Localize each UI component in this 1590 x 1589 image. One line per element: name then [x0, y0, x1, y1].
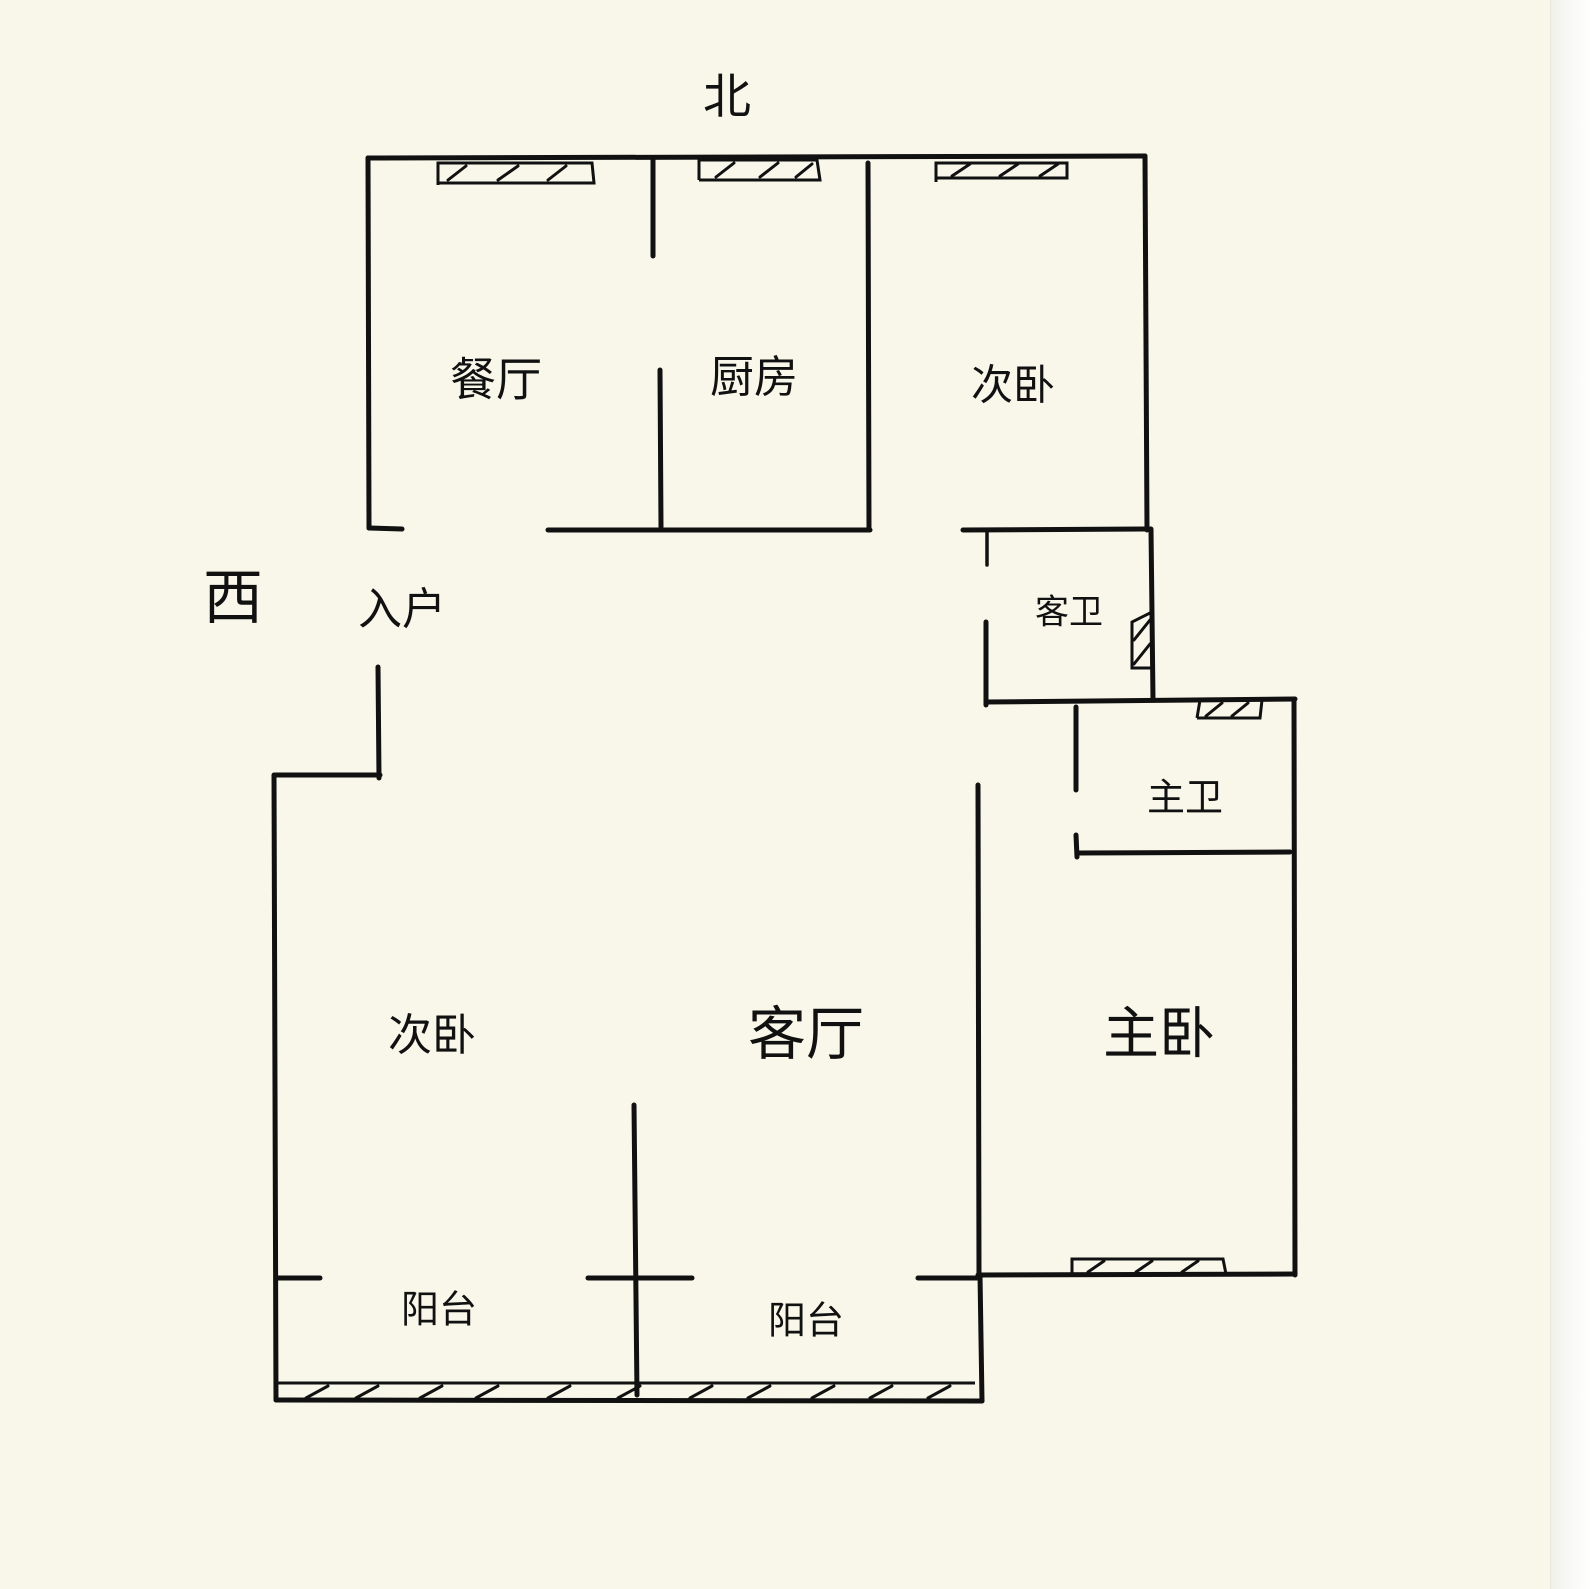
living-master-partition: [975, 782, 982, 1278]
room-label-kitchen: 厨房: [710, 352, 798, 403]
window-dining: [436, 161, 596, 185]
bedroom-north-south-wall: [960, 526, 1153, 533]
entry-wall-vertical: [375, 664, 382, 781]
room-label-living: 客厅: [748, 1000, 864, 1068]
window-kitchen: [697, 158, 822, 182]
south-outer-wall: [273, 1397, 985, 1404]
page-edge: [1550, 0, 1590, 1589]
room-label-bedroom-south: 次卧: [388, 1010, 476, 1061]
room-label-balcony-west: 阳台: [401, 1288, 477, 1332]
room-label-bedroom-north: 次卧: [971, 361, 1055, 410]
compass-west-label: 西: [203, 564, 263, 634]
dining-west-wall: [365, 155, 372, 531]
guest-bath-east-wall: [1148, 526, 1156, 703]
kitchen-bedroom-partition: [865, 160, 872, 533]
room-label-entrance: 入户: [358, 584, 446, 635]
master-bedroom-south-wall: [975, 1271, 1298, 1278]
balcony-east-wall: [977, 1272, 985, 1404]
compass-north-label: 北: [703, 69, 751, 125]
bedroom-living-partition: [631, 1102, 640, 1398]
bedroom-south-west-wall: [271, 772, 279, 1403]
room-label-master-bedroom: 主卧: [1103, 1002, 1215, 1067]
dining-south-wall-stub: [366, 525, 405, 532]
window-master-bath: [1195, 698, 1264, 720]
window-bedroom-north: [934, 161, 1069, 182]
north-outer-wall: [365, 153, 1148, 161]
window-south-balcony: [276, 1381, 975, 1400]
room-label-dining: 餐厅: [450, 353, 542, 407]
window-guest-bath: [1130, 610, 1153, 670]
room-label-guest-bath: 客卫: [1035, 593, 1103, 633]
room-label-master-bath: 主卫: [1147, 776, 1223, 820]
window-master-bedroom: [1070, 1257, 1228, 1275]
bedroom-north-east-wall: [1142, 153, 1150, 533]
room-label-balcony-east: 阳台: [768, 1299, 844, 1343]
dining-kitchen-partition-bottom: [657, 367, 664, 530]
master-bedroom-east-wall: [1291, 696, 1298, 1278]
master-bath-south-wall: [1075, 849, 1293, 856]
